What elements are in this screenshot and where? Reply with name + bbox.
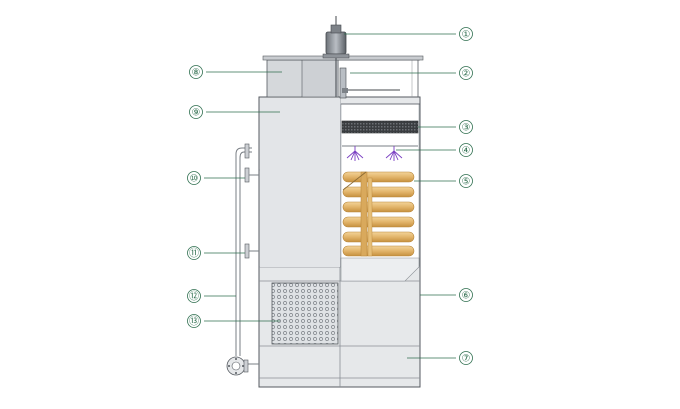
drift-eliminator (341, 120, 419, 134)
callout-12: ⑫ (187, 289, 201, 303)
callout-11-label: ⑪ (189, 248, 199, 260)
callout-9-label: ⑨ (192, 108, 201, 119)
callout-10: ⑩ (187, 171, 201, 185)
callout-2: ② (459, 66, 473, 80)
callout-8: ⑧ (189, 65, 203, 79)
access-panel (260, 98, 340, 267)
callout-1-label: ① (462, 30, 471, 41)
callout-2-label: ② (462, 69, 471, 80)
callout-8-label: ⑧ (192, 68, 201, 79)
callout-9: ⑨ (189, 105, 203, 119)
callout-13-label: ⑬ (189, 316, 199, 328)
callout-6-label: ⑥ (462, 291, 471, 302)
spray-nozzle-right (385, 146, 403, 161)
callout-6: ⑥ (459, 288, 473, 302)
callout-7: ⑦ (459, 351, 473, 365)
callout-4-label: ④ (462, 146, 471, 157)
spray-nozzle-left (346, 146, 364, 161)
callout-5-label: ⑤ (462, 177, 471, 188)
callout-1: ① (459, 27, 473, 41)
air-inlet-louver (271, 282, 339, 345)
callout-12-label: ⑫ (189, 291, 199, 303)
callout-7-label: ⑦ (462, 354, 471, 365)
heat-exchange-coil (342, 171, 415, 257)
callout-10-label: ⑩ (190, 174, 199, 185)
external-piping (235, 143, 259, 365)
callout-13: ⑬ (187, 314, 201, 328)
callout-4: ④ (459, 143, 473, 157)
leader-lines (204, 33, 456, 359)
callout-3: ③ (459, 120, 473, 134)
drain-flange (226, 356, 249, 376)
water-chute (340, 257, 420, 282)
callout-5: ⑤ (459, 174, 473, 188)
fan-motor (322, 16, 350, 97)
callout-3-label: ③ (462, 123, 471, 134)
callout-11: ⑪ (187, 246, 201, 260)
drive-shaft (339, 67, 400, 99)
